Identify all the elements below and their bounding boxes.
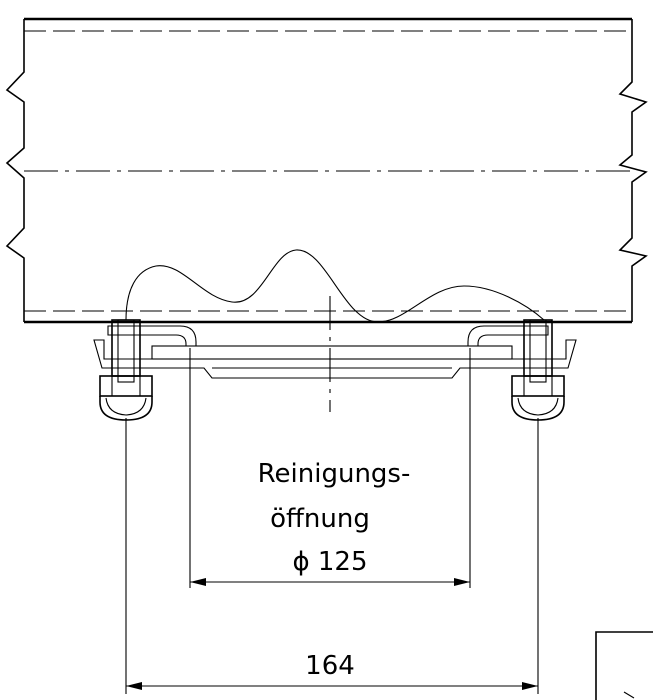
right-collar-section — [467, 325, 549, 347]
bolt-arrow-right — [522, 682, 538, 690]
right-cap-nut-inner — [517, 397, 559, 416]
opening-arrow-right — [454, 578, 470, 586]
opening-label-line2: öffnung — [270, 504, 370, 534]
left-bolt-shank-inner — [117, 319, 135, 383]
opening-diameter-label: ϕ 125 — [292, 547, 367, 577]
right-cap-nut — [511, 396, 565, 421]
left-nut — [99, 375, 153, 397]
opening-label-line1: Reinigungs- — [258, 459, 411, 489]
bolt-spacing-label: 164 — [305, 651, 355, 681]
corner-frame-mark — [623, 691, 635, 699]
left-collar-section — [107, 325, 197, 347]
duct-section — [5, 17, 648, 324]
left-bolt — [99, 319, 153, 421]
left-cap-nut — [99, 396, 153, 421]
right-break-line — [618, 19, 648, 322]
right-nut — [511, 375, 565, 397]
cover-plate-section — [93, 339, 577, 379]
corner-frame — [595, 631, 653, 700]
right-bolt — [511, 319, 565, 421]
left-cap-nut-inner — [105, 397, 147, 416]
bolt-arrow-left — [126, 682, 142, 690]
section-wave-line — [125, 249, 545, 323]
opening-arrow-left — [190, 578, 206, 586]
gasket-section — [151, 345, 513, 360]
right-bolt-shank-inner — [529, 319, 547, 383]
left-break-line — [5, 19, 25, 322]
